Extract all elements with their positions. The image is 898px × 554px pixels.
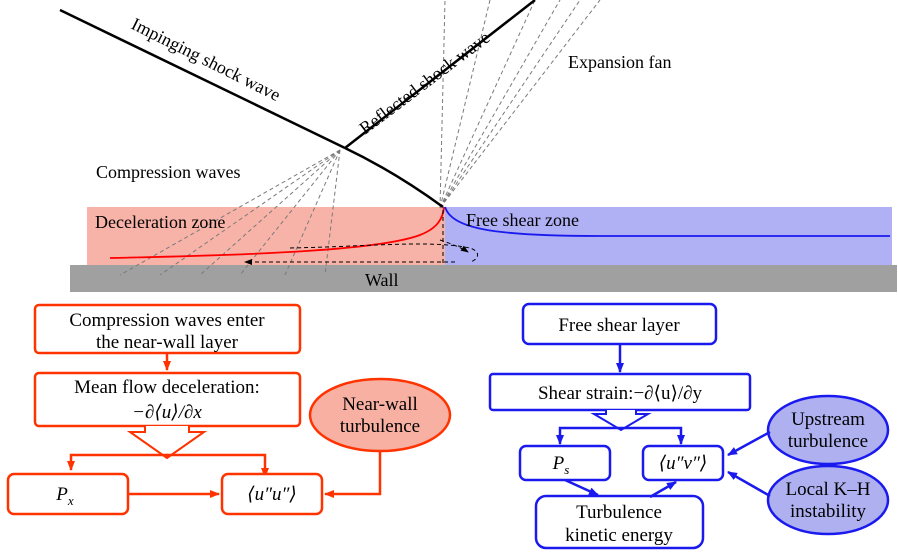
left-box-stress — [220, 472, 324, 516]
blue-shear-layer-line — [444, 206, 890, 237]
kh-line2: instability — [790, 501, 867, 522]
shock-curve — [344, 146, 444, 209]
shear-strain-text: Shear strain:−∂⟨u⟩/∂y — [538, 383, 703, 404]
red-shear-layer-line — [109, 206, 445, 259]
left-box1-line1: Compression waves enter — [69, 310, 265, 331]
expansion-fan-label: Expansion fan — [568, 52, 671, 72]
kh-line1: Local K–H — [786, 479, 871, 500]
impinging-shock-label: Impinging shock wave — [128, 14, 284, 105]
right-box-tke — [534, 494, 705, 550]
upstream-line2: turbulence — [788, 431, 868, 452]
near-wall-turbulence-ellipse — [308, 377, 452, 453]
wall-bar — [70, 265, 897, 292]
deceleration-zone-label: Deceleration zone — [95, 212, 225, 232]
wall-label: Wall — [365, 270, 399, 290]
free-shear-layer-text: Free shear layer — [558, 315, 680, 336]
right-flowchart — [488, 302, 890, 550]
left-box2-line1: Mean flow deceleration: — [74, 377, 260, 398]
compression-waves-label: Compression waves — [96, 162, 240, 182]
free-shear-zone-label: Free shear zone — [466, 210, 579, 230]
left-box1-line2: the near-wall layer — [96, 332, 239, 353]
right-hollow-arrow — [590, 410, 652, 432]
expansion-fan-lines — [439, 0, 601, 209]
left-px-label: Px — [55, 484, 74, 508]
local-kh-ellipse — [766, 464, 890, 536]
separation-bubble — [244, 210, 478, 265]
impinging-shock-line — [59, 8, 346, 150]
reflected-shock-line — [344, 0, 536, 149]
tke-line1: Turbulence — [576, 502, 662, 523]
upstream-turbulence-ellipse — [766, 394, 890, 466]
tke-line2: kinetic energy — [565, 525, 673, 546]
left-stress-label: ⟨u″u″⟩ — [247, 484, 297, 505]
left-box2-line2: −∂⟨u⟩/∂x — [132, 402, 202, 423]
left-hollow-arrow — [126, 426, 208, 460]
right-ps-label: Ps — [552, 453, 570, 477]
upstream-line1: Upstream — [791, 409, 865, 430]
right-flowchart-text: Free shear layer Shear strain:−∂⟨u⟩/∂y P… — [538, 315, 871, 546]
near-wall-line1: Near-wall — [342, 394, 418, 415]
near-wall-line2: turbulence — [340, 416, 420, 437]
left-flowchart-text: Compression waves enter the near-wall la… — [55, 310, 420, 508]
right-box-stress — [641, 444, 725, 482]
reflected-shock-label: Reflected shock wave — [355, 27, 493, 138]
right-stress-label: ⟨u″v″⟩ — [659, 453, 708, 474]
left-flowchart — [6, 303, 452, 516]
